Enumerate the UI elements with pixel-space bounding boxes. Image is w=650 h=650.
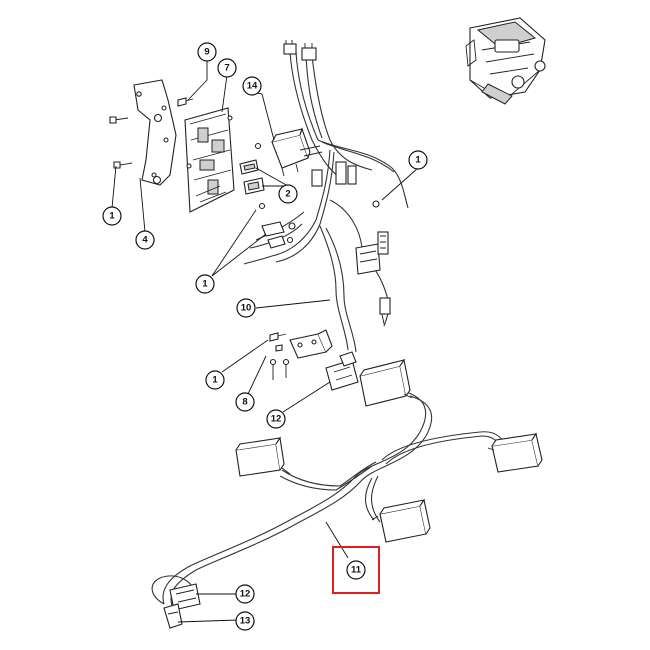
harness-plug-left-b (267, 235, 294, 249)
callout-4[interactable]: 4 (135, 230, 155, 250)
svg-text:11: 11 (351, 565, 362, 576)
screw-9 (177, 97, 194, 107)
highlight-box (332, 546, 380, 594)
small-screws-right (258, 200, 380, 230)
transformer-14 (271, 127, 311, 177)
connector-handle-13 (163, 603, 183, 629)
battery-connector-12-upper (325, 351, 359, 391)
svg-text:1: 1 (212, 375, 218, 386)
svg-text:8: 8 (242, 397, 247, 408)
harness-plug-block-top (359, 358, 413, 407)
svg-text:1: 1 (415, 155, 421, 166)
svg-text:12: 12 (271, 414, 282, 425)
callout-10[interactable]: 10 (236, 298, 256, 318)
bracket-screws (269, 332, 290, 380)
callout-2[interactable]: 2 (278, 184, 298, 204)
callout-7[interactable]: 7 (217, 58, 237, 78)
mounting-bracket-plate (109, 79, 177, 186)
harness-connector-top-a (283, 40, 297, 55)
fuse-holder-2a (239, 159, 259, 175)
connector-bracket-8 (289, 329, 333, 359)
svg-text:14: 14 (247, 81, 258, 92)
callout-1-left[interactable]: 1 (102, 206, 122, 226)
svg-text:7: 7 (224, 63, 229, 74)
callout-1-bracket[interactable]: 1 (205, 370, 225, 390)
callout-12-upper[interactable]: 12 (266, 409, 286, 429)
lower-wire-harness-11 (151, 391, 509, 607)
harness-plug-block-left (235, 436, 291, 477)
callout-9[interactable]: 9 (197, 42, 217, 62)
harness-plug-block-bottom (371, 498, 431, 543)
svg-text:12: 12 (240, 589, 251, 600)
battery-connector-12-lower (169, 583, 201, 611)
svg-text:13: 13 (240, 616, 251, 627)
svg-text:4: 4 (142, 235, 148, 246)
harness-connector-cluster (299, 145, 357, 187)
harness-plug-block-right (487, 432, 543, 473)
leader-lines (111, 58, 419, 623)
svg-text:1: 1 (109, 211, 115, 222)
svg-text:2: 2 (285, 189, 290, 200)
callout-1-mid[interactable]: 1 (195, 274, 215, 294)
svg-text:9: 9 (204, 47, 209, 58)
harness-plug-left-a (261, 221, 285, 237)
fuse-holder-2b (243, 177, 265, 195)
relay-module (355, 231, 389, 275)
upper-wire-harness (243, 51, 409, 353)
callout-1-right[interactable]: 1 (408, 150, 428, 170)
harness-connector-top-b (301, 43, 317, 61)
svg-text:10: 10 (241, 303, 252, 314)
callout-13[interactable]: 13 (235, 611, 255, 631)
svg-text:1: 1 (202, 279, 208, 290)
callout-11[interactable]: 11 (346, 560, 366, 580)
floor-scrubber-machine-icon (465, 17, 546, 105)
callout-14[interactable]: 14 (242, 76, 262, 96)
hex-nut (254, 142, 262, 150)
inline-connector (379, 297, 391, 325)
control-board (184, 107, 235, 213)
callout-8[interactable]: 8 (235, 392, 255, 412)
callout-12-lower[interactable]: 12 (235, 584, 255, 604)
